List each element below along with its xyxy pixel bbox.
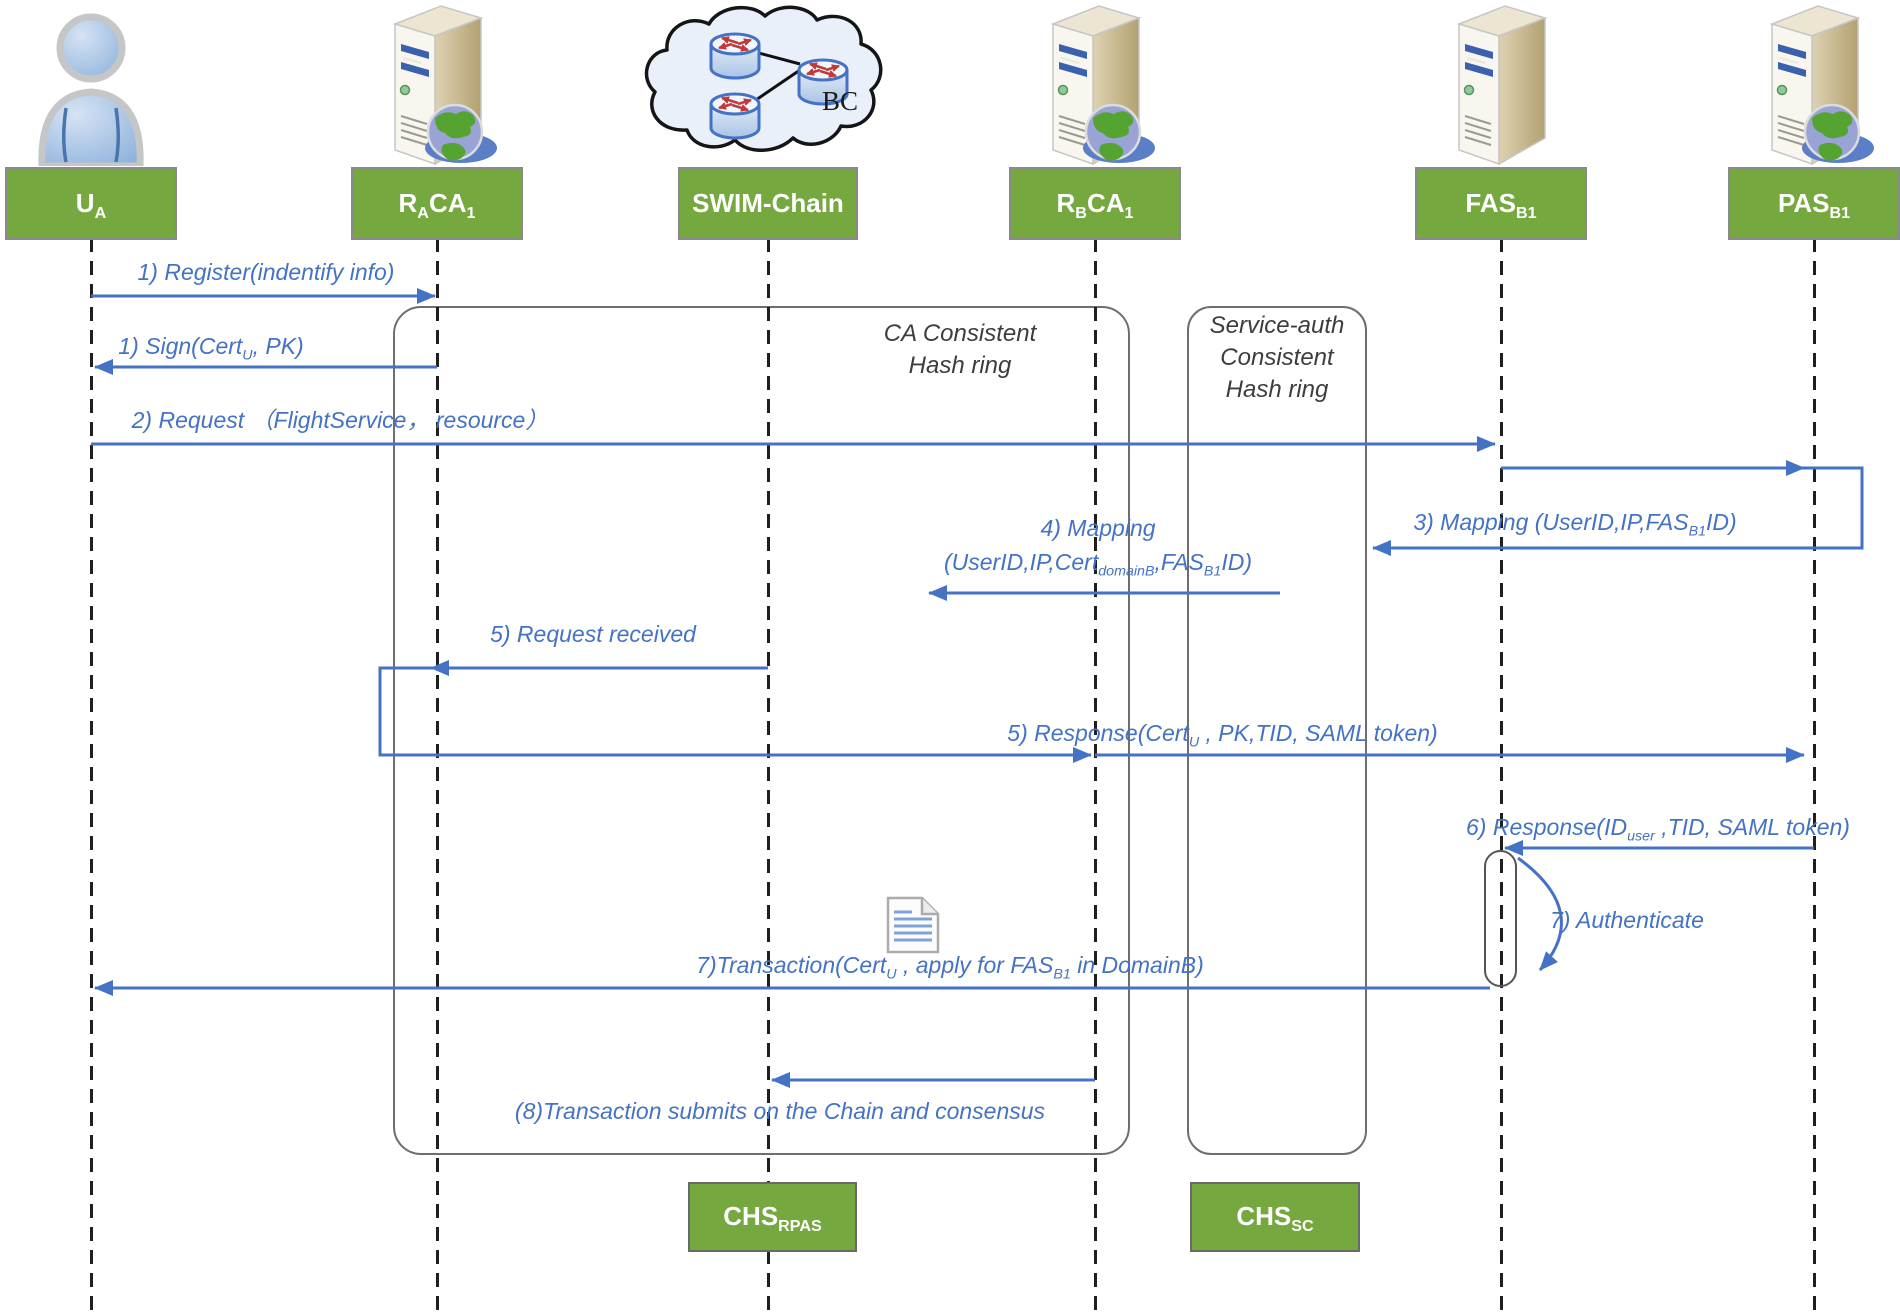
actor-label-ua: UA bbox=[5, 167, 177, 240]
ca-ring-label: CA Consistent Hash ring bbox=[883, 320, 1037, 379]
service-ring-label: Service-auth Consistent Hash ring bbox=[1209, 312, 1345, 403]
message-transaction7: 7)Transaction(CertU , apply for FASB1 in… bbox=[696, 952, 1204, 983]
fas-activation-capsule bbox=[1484, 850, 1517, 987]
lifeline-rbca1 bbox=[1094, 238, 1097, 1316]
actor-label-pasb1: PASB1 bbox=[1728, 167, 1900, 240]
ca-consistent-hash-ring-frame bbox=[393, 306, 1130, 1155]
message-sign: 1) Sign(CertU, PK) bbox=[118, 333, 304, 364]
person-icon bbox=[38, 13, 144, 166]
arrow-response5-to-rbca1 bbox=[378, 666, 1092, 763]
lifeline-ua bbox=[90, 238, 93, 1316]
actor-label-swim-chain: SWIM-Chain bbox=[678, 167, 858, 240]
actor-label-fasb1: FASB1 bbox=[1415, 167, 1587, 240]
actor-label-raca1: RACA1 bbox=[351, 167, 523, 240]
message-request-received: 5) Request received bbox=[490, 621, 696, 647]
message-request: 2) Request （FlightService， resource） bbox=[131, 407, 549, 433]
lifeline-swim-chain bbox=[767, 238, 770, 1316]
message-response5: 5) Response(CertU , PK,TID, SAML token) bbox=[1007, 720, 1438, 751]
message-mapping3: 3) Mapping (UserID,IP,FASB1ID) bbox=[1413, 509, 1737, 540]
actor-label-rbca1: RBCA1 bbox=[1009, 167, 1181, 240]
lifeline-fasb1 bbox=[1500, 238, 1503, 1316]
blockchain-cloud-icon bbox=[644, 5, 883, 152]
message-mapping4-line2: (UserID,IP,CertdomainB,FASB1ID) bbox=[944, 549, 1252, 580]
lifeline-pasb1 bbox=[1813, 238, 1816, 1316]
blockchain-cloud-label: BC bbox=[822, 86, 859, 116]
service-auth-hash-ring-frame bbox=[1187, 306, 1367, 1155]
document-icon bbox=[886, 896, 940, 954]
message-authenticate: 7) Authenticate bbox=[1550, 907, 1704, 933]
message-mapping4-line1: 4) Mapping bbox=[1040, 515, 1156, 541]
message-register: 1) Register(indentify info) bbox=[137, 259, 395, 285]
arrow-mapping3-return bbox=[1372, 466, 1864, 556]
arrow-authenticate-loop bbox=[1517, 856, 1563, 972]
message-response6: 6) Response(IDuser ,TID, SAML token) bbox=[1466, 814, 1850, 845]
message-transaction8: (8)Transaction submits on the Chain and … bbox=[514, 1098, 1046, 1124]
chs-sc-box: CHSSC bbox=[1190, 1182, 1360, 1252]
lifeline-raca1 bbox=[436, 238, 439, 1316]
chs-rpas-box: CHSRPAS bbox=[688, 1182, 857, 1252]
